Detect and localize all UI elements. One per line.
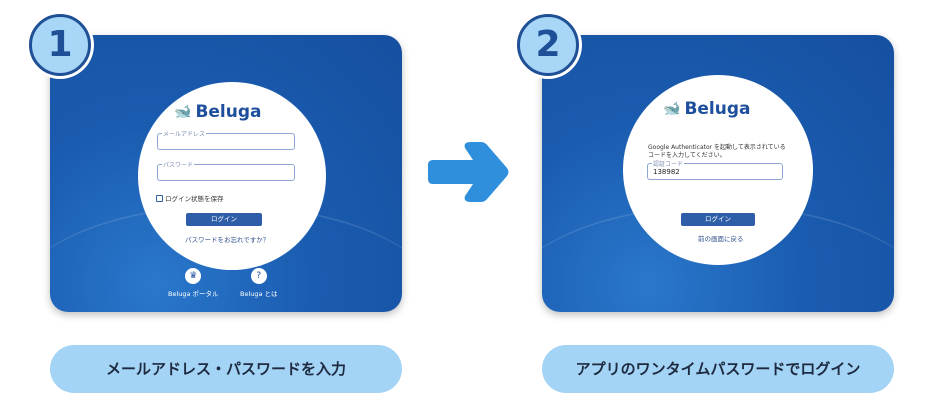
login-button[interactable]: ログイン	[681, 213, 755, 226]
login-card: 🐋Beluga メールアドレス パスワード ログイン状態を保存 ログイン パスワ…	[138, 82, 326, 270]
login-screen-panel: 🐋Beluga メールアドレス パスワード ログイン状態を保存 ログイン パスワ…	[50, 35, 402, 312]
remember-checkbox[interactable]: ログイン状態を保存	[156, 193, 224, 203]
instruction-line-2: コードを入力してください。	[648, 152, 726, 159]
question-book-icon: ?	[250, 268, 267, 284]
step-badge-1: 1	[29, 14, 91, 76]
crown-icon: ♛	[185, 268, 202, 284]
password-input[interactable]: パスワード	[157, 160, 295, 181]
otp-card: 🐋Beluga Google Authenticator を起動して表示されてい…	[623, 75, 813, 265]
step-badge-2: 2	[517, 14, 579, 76]
step1-caption: メールアドレス・パスワードを入力	[50, 345, 402, 393]
beluga-portal-link[interactable]: ♛Beluga ポータル	[168, 268, 219, 298]
beluga-logo: 🐋Beluga	[174, 102, 262, 122]
email-input[interactable]: メールアドレス	[157, 129, 295, 150]
whale-icon: 🐋	[174, 104, 192, 120]
forgot-password-link[interactable]: パスワードをお忘れですか？	[185, 236, 270, 244]
back-link[interactable]: 前の画面に戻る	[698, 235, 744, 243]
step2-caption: アプリのワンタイムパスワードでログイン	[542, 345, 894, 393]
login-button[interactable]: ログイン	[186, 213, 262, 226]
instruction-line-1: Google Authenticator を起動して表示されている	[648, 144, 786, 151]
beluga-logo: 🐋Beluga	[663, 99, 751, 119]
about-beluga-link[interactable]: ?Beluga とは	[240, 268, 278, 298]
whale-icon: 🐋	[663, 101, 681, 117]
otp-screen-panel: 🐋Beluga Google Authenticator を起動して表示されてい…	[542, 35, 894, 312]
arrow-right-icon	[428, 142, 509, 202]
